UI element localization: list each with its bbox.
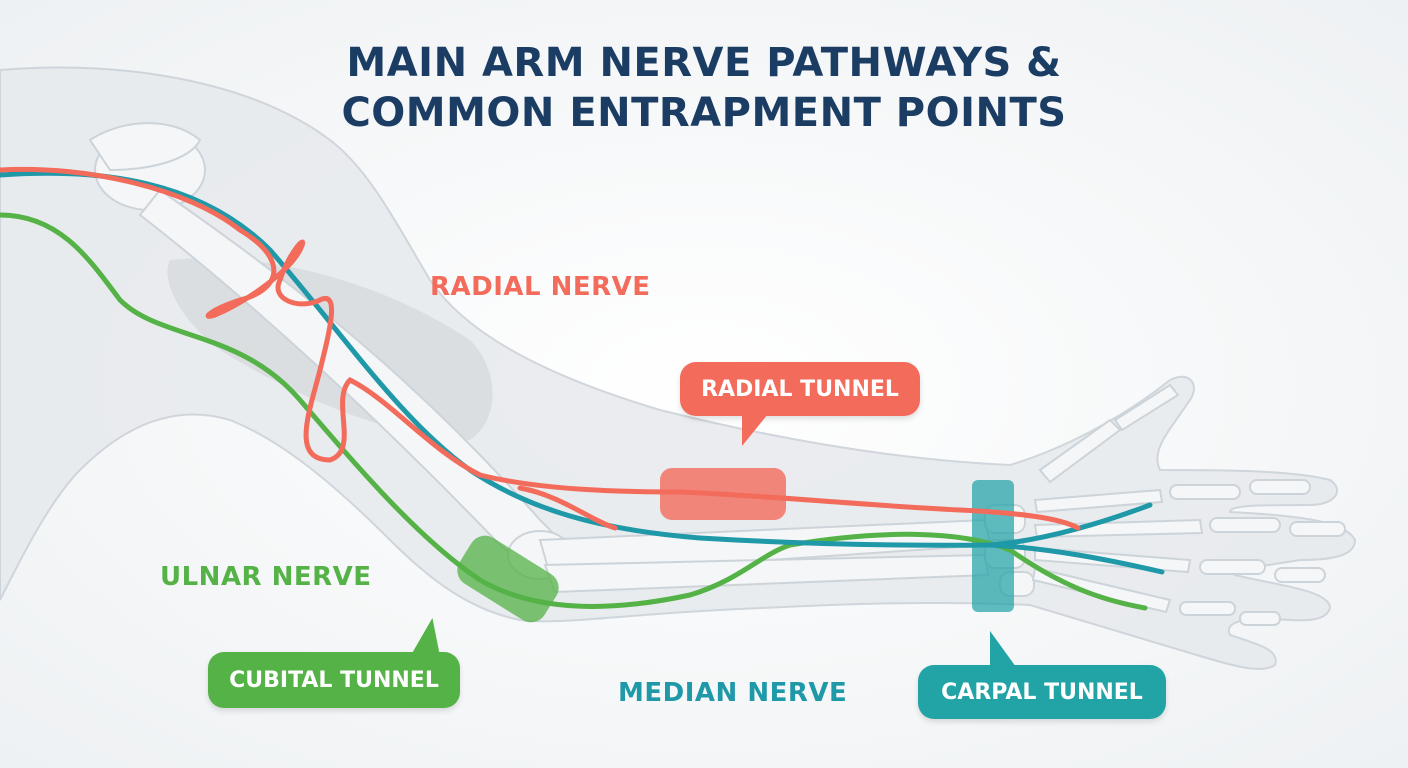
carpal-tunnel-callout: CARPAL TUNNEL [918, 631, 1166, 719]
ulnar-nerve-path [0, 212, 1148, 611]
median-nerve-label: MEDIAN NERVE [618, 678, 848, 708]
title-line-2: COMMON ENTRAPMENT POINTS [341, 90, 1067, 136]
radial-nerve-label: RADIAL NERVE [430, 272, 651, 302]
radial-nerve-path [0, 166, 1081, 531]
radial-nerve-branch [517, 485, 618, 531]
ulnar-nerve-label: ULNAR NERVE [160, 562, 372, 592]
title-line-1: MAIN ARM NERVE PATHWAYS & [346, 40, 1062, 86]
radial-tunnel-callout: RADIAL TUNNEL [680, 362, 920, 446]
diagram-title: MAIN ARM NERVE PATHWAYS & COMMON ENTRAPM… [0, 38, 1408, 138]
cubital-tunnel-callout: CUBITAL TUNNEL [208, 652, 460, 708]
